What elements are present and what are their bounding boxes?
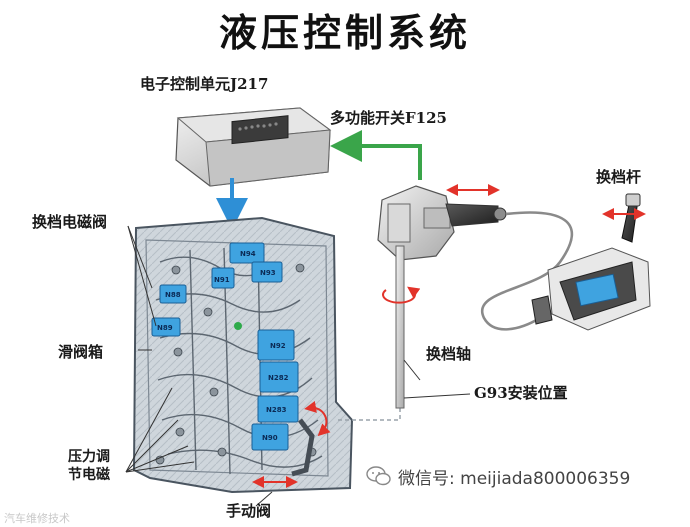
label-solenoid: 换档电磁阀 <box>32 211 107 232</box>
tag-n93: N93 <box>260 269 276 277</box>
tag-n92: N92 <box>270 342 286 350</box>
selector-shaft <box>396 246 404 408</box>
wechat-icon <box>366 465 392 487</box>
label-pressure-line2: 节电磁 <box>68 464 110 484</box>
label-shaft: 换档轴 <box>426 343 471 364</box>
tag-n88: N88 <box>165 291 181 299</box>
label-pressure-line1: 压力调 <box>68 446 110 466</box>
label-valve-body: 滑阀箱 <box>58 341 103 362</box>
watermark-wechat: 微信号: meijiada800006359 <box>366 462 666 490</box>
label-switch: 多功能开关F125 <box>330 107 447 128</box>
label-g93: G93安装位置 <box>474 382 568 403</box>
label-ecu: 电子控制单元J217 <box>140 73 268 94</box>
ecu-module <box>176 108 330 186</box>
watermark-corner: 汽车维修技术 <box>4 510 70 526</box>
tag-n94: N94 <box>240 250 256 258</box>
tag-n90: N90 <box>262 434 278 442</box>
watermark-text: 微信号: meijiada800006359 <box>398 464 630 489</box>
tag-n283: N283 <box>266 406 287 414</box>
label-manual-valve: 手动阀 <box>226 500 271 521</box>
label-shift-lever: 换档杆 <box>596 166 641 187</box>
tag-n91: N91 <box>214 276 230 284</box>
switch-to-ecu-arrow <box>346 146 420 180</box>
tag-n89: N89 <box>157 324 173 332</box>
tag-n282: N282 <box>268 374 289 382</box>
